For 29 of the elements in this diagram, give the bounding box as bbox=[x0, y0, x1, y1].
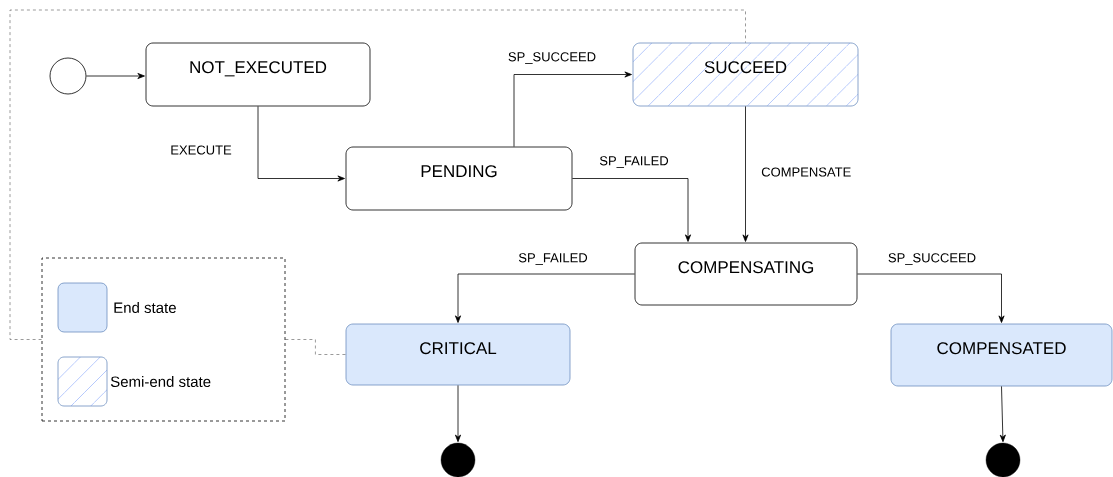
edge-label: COMPENSATE bbox=[760, 166, 853, 178]
arrow bbox=[455, 273, 635, 323]
state-box: COMPENSATING bbox=[634, 242, 858, 306]
dashed-connector bbox=[9, 9, 746, 340]
state-box: PENDING bbox=[345, 146, 573, 211]
legend-text: End state bbox=[114, 302, 176, 313]
arrow bbox=[999, 386, 1006, 443]
edge-label: SP_SUCCEED bbox=[886, 252, 978, 266]
arrow bbox=[742, 106, 749, 242]
arrow bbox=[513, 71, 632, 147]
dashed-connector bbox=[285, 339, 346, 355]
edge-label: SP_FAILED bbox=[598, 155, 670, 169]
state-box: NOT_EXECUTED bbox=[145, 42, 371, 107]
legend-box bbox=[41, 257, 286, 422]
edge-label: SP_FAILED bbox=[517, 252, 589, 266]
arrow bbox=[572, 178, 691, 242]
state-box: CRITICAL bbox=[345, 323, 571, 386]
state-box: COMPENSATED bbox=[890, 323, 1113, 387]
legend-text: Semi-end state bbox=[110, 376, 211, 387]
arrow bbox=[857, 273, 1005, 323]
arrow bbox=[455, 385, 461, 443]
state-box: SUCCEED bbox=[632, 42, 859, 107]
arrow bbox=[257, 106, 345, 182]
arrow bbox=[86, 73, 145, 79]
edge-label: SP_SUCCEED bbox=[506, 51, 598, 65]
final-state-dot bbox=[440, 442, 476, 477]
final-state-dot bbox=[985, 442, 1021, 477]
edge-label: EXECUTE bbox=[169, 144, 233, 156]
initial-state-circle bbox=[49, 57, 87, 95]
